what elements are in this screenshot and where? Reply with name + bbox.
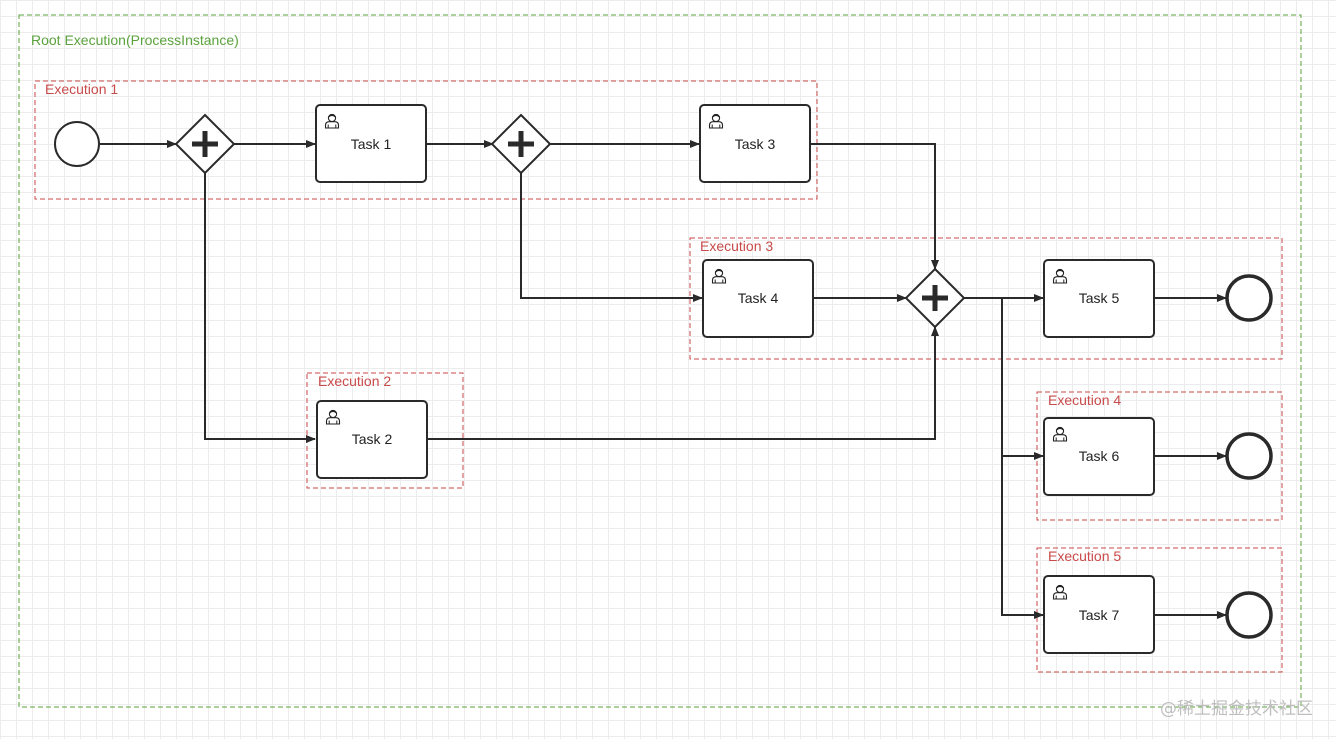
end-event[interactable] [1225, 274, 1273, 322]
plus-icon [192, 131, 218, 157]
execution-label: Execution 1 [45, 81, 118, 97]
task-6[interactable]: Task 6 [1043, 417, 1155, 496]
flow-task3-to-gateway3 [810, 143, 939, 270]
task-label: Task 6 [1079, 448, 1120, 464]
end-event[interactable] [1225, 432, 1273, 480]
execution-label: Execution 5 [1048, 548, 1121, 564]
flow-task2-to-gateway3 [427, 326, 939, 440]
execution-label: Execution 3 [700, 238, 773, 254]
execution-group-1: Execution 1 [34, 80, 818, 200]
task-label: Task 2 [352, 431, 393, 447]
task-label: Task 3 [735, 136, 776, 152]
plus-icon [508, 131, 534, 157]
task-label: Task 5 [1079, 290, 1120, 306]
flow-gateway2-to-task4 [520, 172, 703, 302]
task-1[interactable]: Task 1 [315, 104, 427, 183]
sequence-flows [99, 140, 1227, 619]
task-label: Task 4 [738, 290, 779, 306]
task-5[interactable]: Task 5 [1043, 259, 1155, 338]
task-4[interactable]: Task 4 [702, 259, 814, 338]
start-event[interactable] [54, 121, 100, 167]
task-label: Task 1 [351, 136, 392, 152]
flow-gateway3-to-task6 [964, 297, 1044, 460]
flow-gateway3-to-task7 [1001, 456, 1044, 619]
task-label: Task 7 [1079, 607, 1120, 623]
parallel-gateway-3[interactable] [904, 267, 966, 329]
plus-icon [922, 285, 948, 311]
task-3[interactable]: Task 3 [699, 104, 811, 183]
execution-label: Execution 2 [318, 373, 391, 389]
execution-group-5: Execution 5 [1036, 547, 1283, 673]
watermark-text: @稀土掘金技术社区 [1160, 699, 1313, 719]
execution-label: Execution 4 [1048, 392, 1121, 408]
root-execution: Root Execution(ProcessInstance) [18, 14, 1302, 708]
parallel-gateway-1[interactable] [174, 113, 236, 175]
parallel-gateway-2[interactable] [490, 113, 552, 175]
end-event[interactable] [1225, 591, 1273, 639]
execution-group-3: Execution 3 [689, 237, 1283, 360]
task-7[interactable]: Task 7 [1043, 575, 1155, 654]
task-2[interactable]: Task 2 [316, 400, 428, 479]
root-execution-label: Root Execution(ProcessInstance) [31, 32, 239, 48]
flow-gateway1-to-task2 [204, 172, 316, 443]
execution-group-2: Execution 2 [306, 372, 464, 489]
